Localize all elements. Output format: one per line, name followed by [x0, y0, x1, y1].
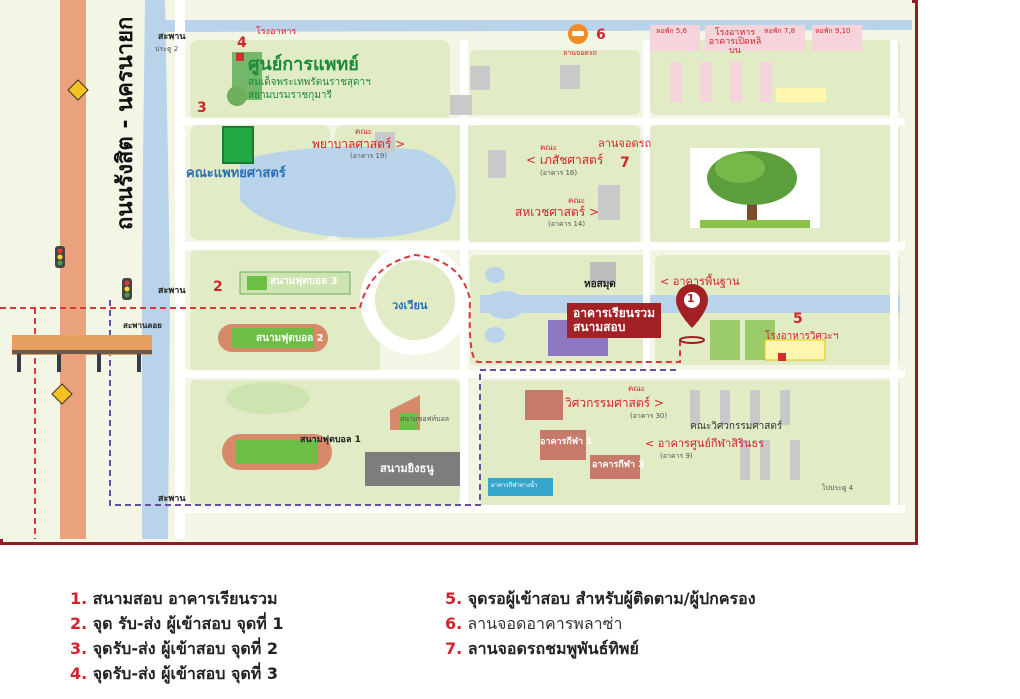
medical-center-subtitle: สยามบรมราชกุมารี — [248, 90, 332, 101]
library-label: หอสมุด — [584, 279, 616, 290]
pharmacy-bldg-label: (อาคาร 16) — [540, 169, 578, 177]
nursing-faculty-caption: คณะ — [355, 127, 373, 136]
legend-text: จุด รับ-ส่ง ผู้เข้าสอบ จุดที่ 1 — [92, 614, 284, 633]
canal — [142, 0, 170, 539]
legend-item: 6. ลานจอดอาคารพลาซ่า — [445, 612, 622, 637]
legend-text: จุดรับ-ส่ง ผู้เข้าสอบ จุดที่ 2 — [92, 639, 278, 658]
legend-text: จุดรอผู้เข้าสอบ สำหรับผู้ติดตาม/ผู้ปกครอ… — [467, 589, 756, 608]
main-road — [60, 0, 86, 539]
road-sign-icon — [51, 383, 73, 405]
basic-building-label: < อาคารพื้นฐาน — [660, 275, 740, 288]
legend-item: 2. จุด รับ-ส่ง ผู้เข้าสอบ จุดที่ 1 — [70, 612, 284, 637]
sport-building-1-label: อาคารกีฬา 1 — [540, 437, 593, 447]
dorm-label: หอพัก 5,6 — [656, 27, 688, 35]
bridge-label: สะพาน — [158, 494, 186, 504]
shooting-range-label: สนามยิงธนู — [380, 462, 434, 475]
football-field-2-label: สนามฟุตบอล 2 — [256, 333, 324, 344]
legend-item: 1. สนามสอบ อาคารเรียนรวม — [70, 587, 278, 612]
legend-text: สนามสอบ อาคารเรียนรวม — [92, 589, 278, 608]
exam-building-callout: อาคารเรียนรวม สนามสอบ — [567, 303, 662, 338]
gate-label: ไปประตู 4 — [822, 484, 854, 492]
sport-building-3-label: อาคารกีฬา 3 — [592, 460, 645, 470]
road-name-label: ถนนรังสิต - นครนายก — [113, 16, 138, 230]
parking-plaza-label: ลานจอดรถ — [563, 49, 597, 57]
floating-bridge-label: สะพานลอย — [123, 321, 162, 330]
pharmacy-faculty-label: < เภสัชศาสตร์ — [526, 153, 604, 167]
engineering-faculty-alt-label: คณะวิศวกรรมศาสตร์ — [690, 421, 783, 432]
engineering-faculty-label: วิศวกรรมศาสตร์ > — [565, 396, 664, 410]
legend-number: 1. — [70, 589, 88, 608]
engineering-canteen-label: โรงอาหารวิศวะฯ — [765, 331, 839, 342]
plaza-canteen-label: โรงอาหาร อาคารเปิดหลิบน — [708, 28, 762, 56]
legend-text: ลานจอดอาคารพลาซ่า — [467, 614, 623, 633]
marker-2: 2 — [213, 279, 223, 295]
legend-number: 7. — [445, 639, 463, 658]
marker-7: 7 — [620, 155, 630, 171]
marker-4: 4 — [237, 35, 247, 51]
dorm-label: หอพัก 7,8 — [764, 27, 796, 35]
medical-center-subtitle: สมเด็จพระเทพรัตนราชสุดาฯ — [248, 77, 371, 88]
canteen-label: โรงอาหาร — [256, 27, 297, 37]
exam-building-name: อาคารเรียนรวม — [573, 306, 656, 320]
gate-label: ประตู 2 — [155, 45, 179, 53]
exam-venue-name: สนามสอบ — [573, 320, 626, 335]
dorm-label: หอพัก 9,10 — [815, 27, 851, 35]
legend-number: 5. — [445, 589, 463, 608]
medical-center-title: ศูนย์การแพทย์ — [248, 54, 359, 75]
legend-item: 4. จุดรับ-ส่ง ผู้เข้าสอบ จุดที่ 3 — [70, 662, 278, 687]
aquatics-building-label: อาคารกีฬาทางน้ำ — [491, 482, 538, 489]
legend-text: ลานจอดรถชมพูพันธ์ทิพย์ — [467, 639, 639, 658]
pharmacy-faculty-caption: คณะ — [540, 143, 558, 152]
legend-text: จุดรับ-ส่ง ผู้เข้าสอบ จุดที่ 3 — [92, 664, 278, 683]
road-sign-icon — [67, 79, 89, 101]
legend-number: 4. — [70, 664, 88, 683]
health-faculty-label: สหเวชศาสตร์ > — [515, 205, 600, 219]
engineering-bldg-label: (อาคาร 30) — [630, 412, 668, 420]
map-graphics — [0, 0, 912, 539]
legend-number: 6. — [445, 614, 463, 633]
marker-6: 6 — [596, 27, 606, 43]
football-field-3-label: สนามฟุตบอล 3 — [270, 276, 338, 287]
bridge-label: สะพาน — [158, 32, 186, 42]
lake — [240, 146, 456, 238]
faculty-medicine-label: คณะแพทยศาสตร์ — [186, 166, 286, 181]
store-icon — [778, 353, 786, 361]
football-field-1-label: สนามฟุตบอล 1 — [300, 435, 361, 445]
marker-1: 1 — [687, 292, 695, 305]
nursing-bldg-label: (อาคาร 19) — [350, 152, 388, 160]
store-icon — [236, 53, 244, 61]
health-bldg-label: (อาคาร 14) — [548, 220, 586, 228]
sports-center-label: < อาคารศูนย์กีฬาสิรินธร — [645, 437, 765, 450]
legend-item: 7. ลานจอดรถชมพูพันธ์ทิพย์ — [445, 637, 639, 662]
marker-3: 3 — [197, 100, 207, 116]
marker-5: 5 — [793, 311, 803, 327]
bridge-label: สะพาน — [158, 286, 186, 296]
legend-number: 3. — [70, 639, 88, 658]
health-faculty-caption: คณะ — [568, 196, 586, 205]
legend-number: 2. — [70, 614, 88, 633]
campus-map: ถนนรังสิต - นครนายก สะพาน สะพาน สะพาน สะ… — [0, 0, 918, 545]
roundabout-island — [375, 260, 455, 340]
sports-center-bldg-label: (อาคาร 9) — [660, 452, 693, 460]
roundabout-label: วงเวียน — [392, 299, 428, 312]
legend-item: 3. จุดรับ-ส่ง ผู้เข้าสอบ จุดที่ 2 — [70, 637, 278, 662]
engineering-faculty-caption: คณะ — [628, 384, 646, 393]
parking-lot-label: ลานจอดรถ — [598, 137, 652, 150]
softball-field-label: สนามซอฟท์บอล — [400, 415, 450, 423]
nursing-faculty-label: พยาบาลศาสตร์ > — [312, 137, 406, 151]
legend-item: 5. จุดรอผู้เข้าสอบ สำหรับผู้ติดตาม/ผู้ปก… — [445, 587, 756, 612]
